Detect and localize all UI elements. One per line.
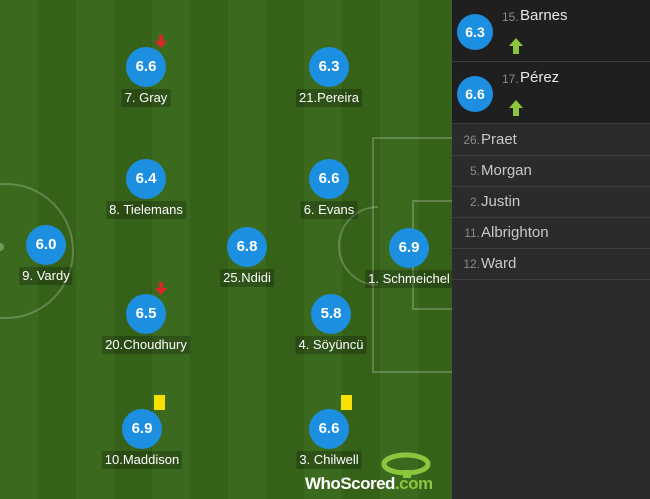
player-name: 8. Tielemans (106, 201, 186, 219)
player-tielemans[interactable]: 6.4 8. Tielemans (86, 159, 206, 229)
unused-row-ward[interactable]: 12. Ward (452, 249, 650, 280)
player-rating: 6.6 (309, 159, 349, 199)
player-rating: 6.9 (122, 409, 162, 449)
player-name: 4. Söyüncü (295, 336, 367, 354)
arrow-down-icon (155, 35, 167, 48)
center-spot (0, 243, 4, 251)
unused-row-praet[interactable]: 26. Praet (452, 125, 650, 156)
arrow-up-icon (509, 100, 523, 116)
unused-number: 5. (469, 164, 480, 178)
player-rating: 6.9 (389, 228, 429, 268)
player-pereira[interactable]: 6.3 21.Pereira (269, 47, 389, 117)
player-rating: 6.3 (309, 47, 349, 87)
watermark-text: WhoScored.com (305, 474, 433, 493)
arrow-down-icon (155, 282, 167, 295)
sub-row-perez[interactable]: 6.6 17. Pérez (452, 62, 650, 124)
question-mark-logo-icon (381, 452, 431, 478)
unused-row-justin[interactable]: 2. Justin (452, 187, 650, 218)
unused-name: Ward (481, 255, 517, 272)
sub-row-barnes[interactable]: 6.3 15. Barnes (452, 0, 650, 62)
sub-number: 15. (502, 10, 519, 24)
player-soyuncu[interactable]: 5.8 4. Söyüncü (271, 294, 391, 364)
yellow-card-icon (154, 395, 165, 410)
player-vardy[interactable]: 6.0 9. Vardy (0, 225, 106, 295)
player-name: 21.Pereira (296, 89, 362, 107)
player-gray[interactable]: 6.6 7. Gray (86, 35, 206, 117)
player-name: 6. Evans (300, 201, 358, 219)
unused-number: 2. (469, 195, 480, 209)
unused-name: Morgan (481, 162, 532, 179)
player-chilwell[interactable]: 6.6 3. Chilwell (269, 395, 389, 479)
unused-name: Albrighton (481, 224, 549, 241)
sub-name: Barnes (520, 7, 568, 24)
player-choudhury[interactable]: 6.5 20.Choudhury (86, 282, 206, 364)
player-rating: 6.8 (227, 227, 267, 267)
player-rating: 5.8 (311, 294, 351, 334)
substitutes-panel: 6.3 15. Barnes 6.6 17. Pérez 26. Praet 5… (452, 0, 650, 499)
player-name: 25.Ndidi (220, 269, 274, 287)
sub-rating: 6.6 (457, 76, 493, 112)
player-rating: 6.0 (26, 225, 66, 265)
unused-name: Justin (481, 193, 521, 210)
sub-rating: 6.3 (457, 14, 493, 50)
player-name: 1. Schmeichel (365, 270, 452, 288)
player-name: 3. Chilwell (296, 451, 362, 469)
arrow-up-icon (509, 38, 523, 54)
sub-name: Pérez (520, 69, 560, 86)
player-rating: 6.6 (126, 47, 166, 87)
player-schmeichel[interactable]: 6.9 1. Schmeichel (349, 228, 452, 298)
unused-number: 11. (464, 226, 480, 240)
player-name: 10.Maddison (101, 451, 183, 469)
unused-row-morgan[interactable]: 5. Morgan (452, 156, 650, 187)
unused-name: Praet (481, 131, 517, 148)
player-evans[interactable]: 6.6 6. Evans (269, 159, 389, 229)
pitch: 6.6 7. Gray 6.3 21.Pereira 6.4 8. Tielem… (0, 0, 452, 499)
player-ndidi[interactable]: 6.8 25.Ndidi (187, 227, 307, 297)
sub-number: 17. (502, 72, 519, 86)
player-maddison[interactable]: 6.9 10.Maddison (82, 395, 202, 479)
player-rating: 6.5 (126, 294, 166, 334)
player-rating: 6.6 (309, 409, 349, 449)
yellow-card-icon (341, 395, 352, 410)
unused-number: 26. (463, 133, 480, 147)
player-name: 9. Vardy (19, 267, 73, 285)
player-rating: 6.4 (126, 159, 166, 199)
unused-row-albrighton[interactable]: 11. Albrighton (452, 218, 650, 249)
unused-number: 12. (463, 257, 480, 271)
player-name: 20.Choudhury (102, 336, 190, 354)
whoscored-watermark: WhoScored.com (305, 452, 445, 494)
player-name: 7. Gray (121, 89, 171, 107)
